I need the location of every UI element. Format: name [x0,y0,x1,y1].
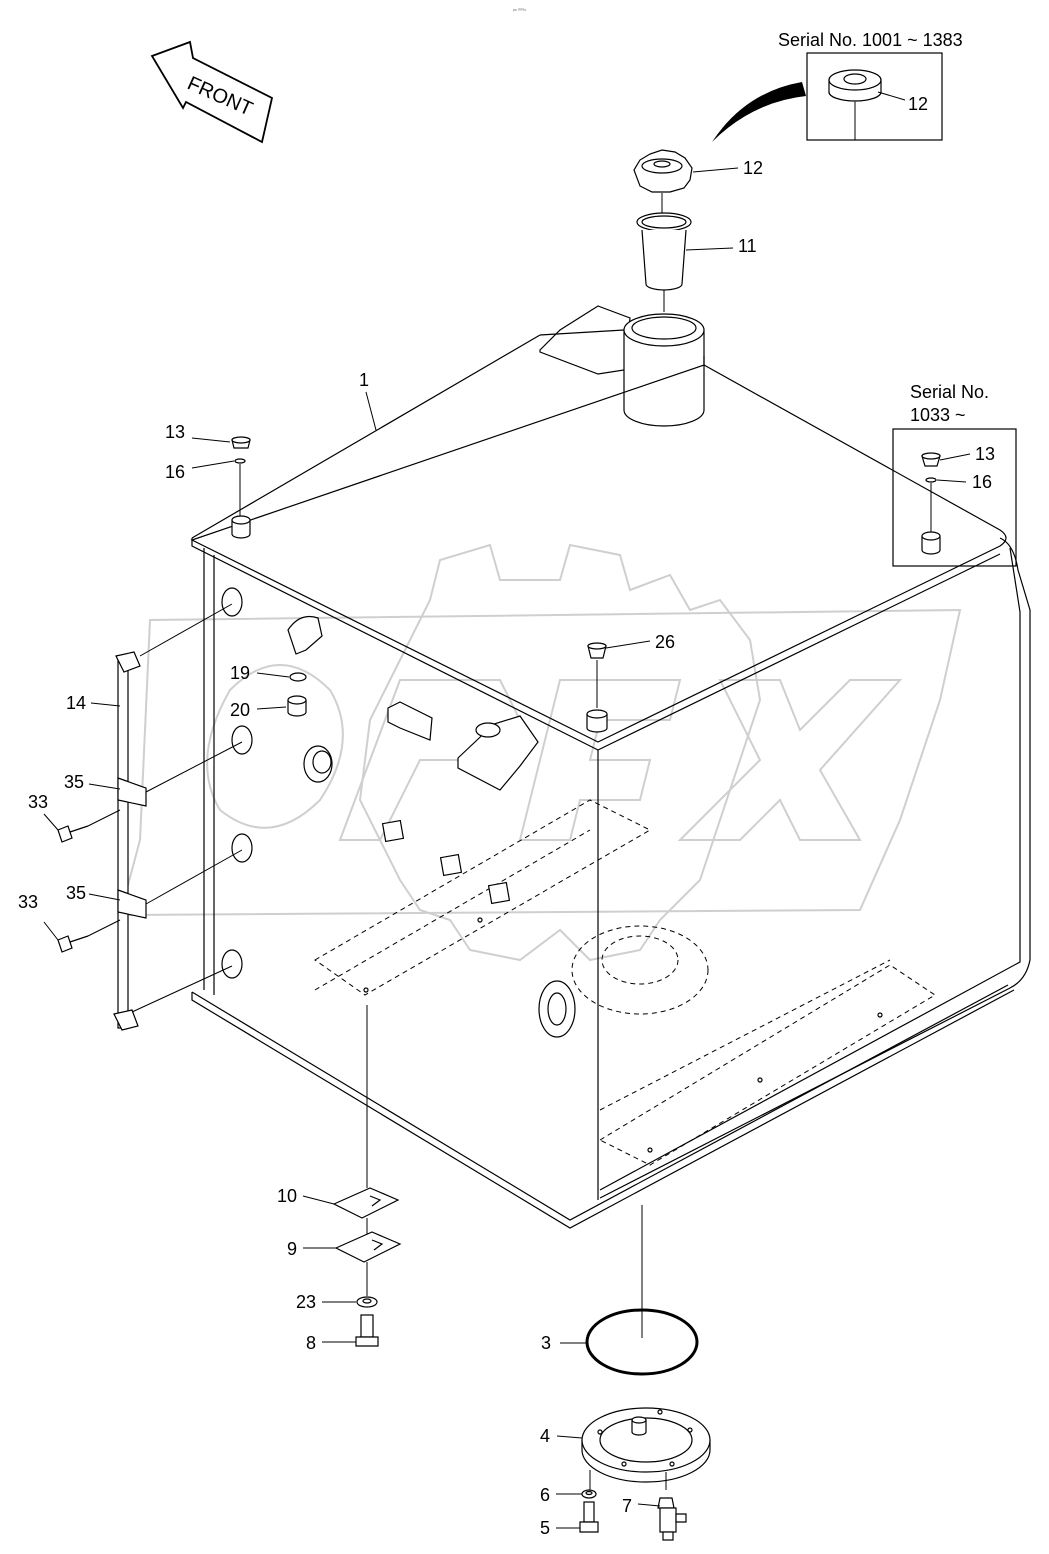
front-label: FRONT [184,72,256,120]
callout-33-upper: 33 [28,792,48,812]
callout-33-lower: 33 [18,892,38,912]
plug-20-icon [287,695,307,717]
drain-valve-7-icon [657,1497,687,1541]
callout-14: 14 [66,693,86,713]
callout-11: 11 [738,236,757,256]
serial-label-right-1: Serial No. [910,382,989,402]
plate-10-icon [332,1187,400,1219]
watermark-logo [118,543,962,962]
plug-26-icon [587,642,607,659]
bolt-33-upper-icon [57,825,89,843]
callout-13-inset: 13 [975,444,995,464]
callout-6: 6 [540,1485,550,1505]
front-arrow-icon: FRONT [150,40,274,144]
callout-4: 4 [540,1426,550,1446]
serial-inset-top: Serial No. 1001 ~ 1383 12 [778,30,963,141]
strainer-icon [636,212,692,291]
callout-10: 10 [277,1186,297,1206]
serial-inset-right: Serial No. 1033 ~ 13 16 [892,382,1017,567]
bolt-33-lower-icon [57,935,89,953]
filler-neck [539,305,705,427]
callout-1: 1 [359,370,369,390]
callout-13-left: 13 [165,422,185,442]
alt-filler-cap-icon [828,69,882,102]
callout-16-inset: 16 [972,472,992,492]
callout-3: 3 [541,1333,551,1353]
o-ring-3-icon [585,1308,699,1376]
callout-9: 9 [287,1239,297,1259]
plate-9-icon [334,1231,402,1263]
bolt-5-icon [579,1501,599,1533]
filler-cap-icon [633,149,693,193]
cover-plate-4-icon [581,1407,711,1483]
serial-label-right-2: 1033 ~ [910,405,966,425]
callout-16-left: 16 [165,462,185,482]
callout-19: 19 [230,663,250,683]
callout-12: 12 [743,158,763,178]
washer-23-icon [356,1296,378,1308]
o-ring-19-icon [289,672,307,682]
drawing-mark: ᵖᵒ ⁰⁰⁰⁶ [513,8,526,14]
level-gauge-icon [113,651,147,1031]
hydraulic-tank-body [190,329,1031,1229]
bolt-8-icon [355,1314,379,1347]
callout-20: 20 [230,700,250,720]
callout-12-inset: 12 [908,94,928,114]
callout-23: 23 [296,1292,316,1312]
callout-7: 7 [622,1496,632,1516]
callout-35-upper: 35 [64,772,84,792]
callout-35-lower: 35 [66,883,86,903]
inset-pointer-arrow [712,82,806,142]
plug-13-left-icon [231,436,251,464]
washer-6-icon [581,1489,597,1499]
callout-8: 8 [306,1333,316,1353]
callout-5: 5 [540,1518,550,1538]
serial-label-top: Serial No. 1001 ~ 1383 [778,30,963,50]
callout-26: 26 [655,632,675,652]
